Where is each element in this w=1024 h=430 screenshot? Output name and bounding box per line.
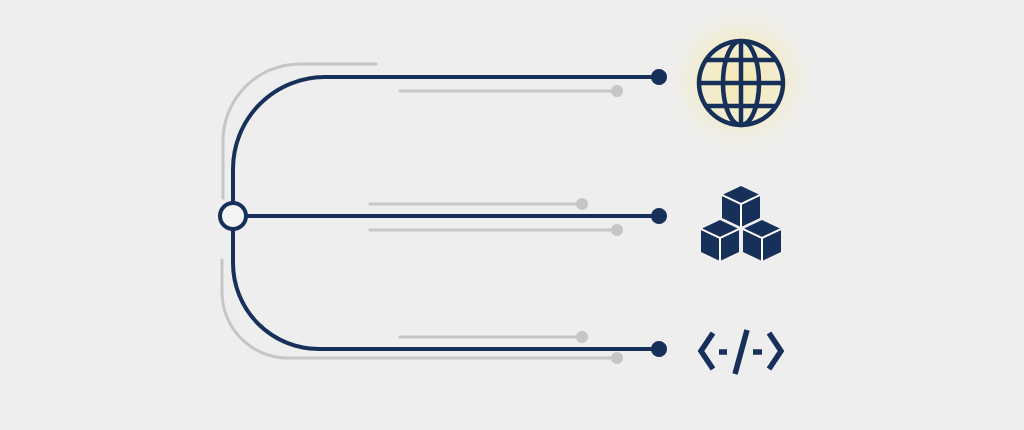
origin-node (218, 201, 248, 231)
code-icon (697, 329, 785, 375)
accent-dot (611, 352, 623, 364)
endpoint-dot-packages (651, 208, 667, 224)
endpoint-dot-code (651, 341, 667, 357)
globe-icon (696, 38, 786, 128)
accent-arc-bottom (220, 258, 618, 360)
accent-arc-top (221, 62, 378, 200)
connector-top (231, 75, 660, 204)
endpoint-dot-web (651, 69, 667, 85)
accent-lines (220, 62, 618, 360)
connector-lines (231, 75, 660, 351)
accent-dot (611, 85, 623, 97)
accent-dot (611, 224, 623, 236)
connector-bottom (231, 228, 660, 351)
accent-dot (576, 331, 588, 343)
cubes-icon-edges (700, 194, 782, 261)
accent-dot (576, 198, 588, 210)
accent-dots (576, 85, 623, 364)
